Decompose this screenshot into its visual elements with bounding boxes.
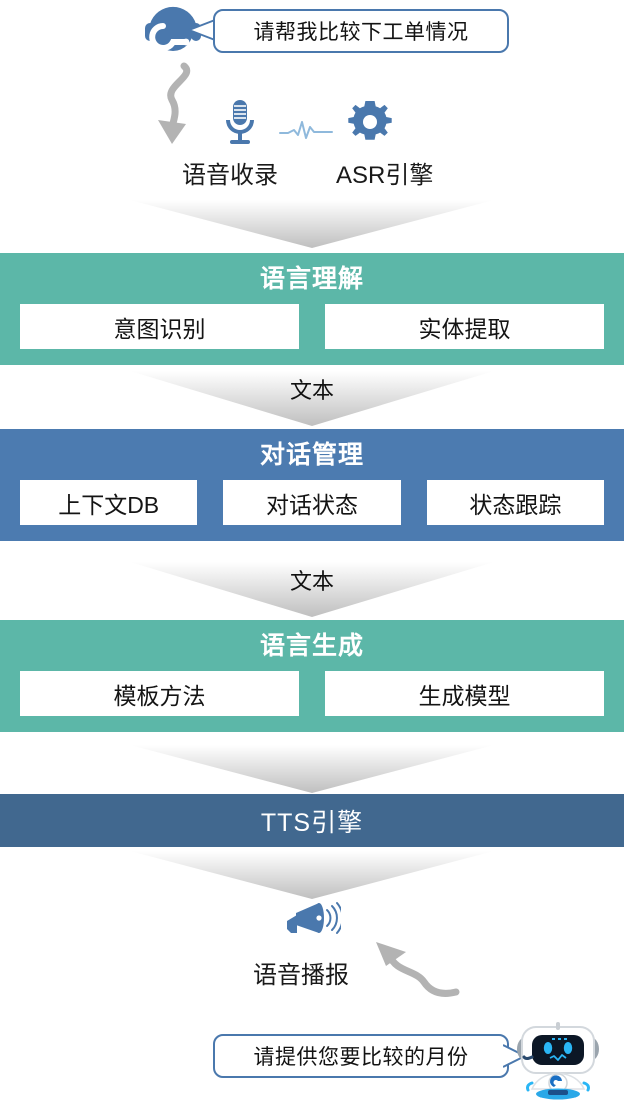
flow-arrow-2: 文本 — [130, 371, 494, 426]
stage-cell-context-db[interactable]: 上下文DB — [20, 480, 198, 525]
flow-arrow-3: 文本 — [130, 562, 494, 617]
user-bubble-tail-icon — [185, 18, 217, 42]
stage-block-tts: TTS引擎 — [0, 794, 624, 847]
robot-assistant-icon — [512, 1019, 608, 1101]
bot-message-bubble[interactable]: 请提供您要比较的月份 — [213, 1034, 509, 1078]
headset-agent-icon — [140, 4, 212, 58]
megaphone-speaker-icon — [283, 899, 344, 943]
stage-cells-nlg: 模板方法 生成模型 — [0, 671, 624, 732]
curved-arrow-down-icon — [152, 62, 222, 150]
stage-cells-dm: 上下文DB 对话状态 状态跟踪 — [0, 480, 624, 541]
stage-cell-template-method[interactable]: 模板方法 — [20, 671, 299, 716]
stage-cell-generative-model[interactable]: 生成模型 — [325, 671, 604, 716]
stage-title-nlu: 语言理解 — [259, 265, 364, 293]
microphone-icon — [220, 98, 260, 146]
stage-cell-dialogue-state[interactable]: 对话状态 — [223, 480, 401, 525]
stage-cell-intent-recognition[interactable]: 意图识别 — [20, 304, 299, 349]
stage-title-dm: 对话管理 — [259, 441, 364, 469]
audio-waveform-icon — [278, 118, 334, 142]
flow-arrow-1 — [130, 200, 494, 248]
gear-icon — [348, 100, 392, 144]
stage-block-dialogue-management: 对话管理 上下文DB 对话状态 状态跟踪 — [0, 429, 624, 541]
stage-title-tts: TTS引擎 — [260, 808, 364, 837]
curved-arrow-up-icon — [370, 938, 462, 1010]
user-message-text: 请帮我比较下工单情况 — [253, 21, 469, 44]
stage-title-nlg: 语言生成 — [259, 632, 364, 660]
flow-arrow-5 — [130, 851, 494, 899]
bot-message-text: 请提供您要比较的月份 — [253, 1046, 469, 1069]
asr-engine-label: ASR引擎 — [336, 162, 434, 189]
voice-capture-label: 语音收录 — [182, 162, 278, 189]
voice-output-label: 语音播报 — [253, 962, 349, 989]
flow-arrow-4 — [130, 745, 494, 793]
stage-cell-entity-extraction[interactable]: 实体提取 — [325, 304, 604, 349]
stage-cell-state-tracking[interactable]: 状态跟踪 — [426, 480, 604, 525]
stage-block-nlg: 语言生成 模板方法 生成模型 — [0, 620, 624, 732]
user-message-bubble[interactable]: 请帮我比较下工单情况 — [213, 9, 509, 53]
stage-block-nlu: 语言理解 意图识别 实体提取 — [0, 253, 624, 365]
stage-cells-nlu: 意图识别 实体提取 — [0, 304, 624, 365]
